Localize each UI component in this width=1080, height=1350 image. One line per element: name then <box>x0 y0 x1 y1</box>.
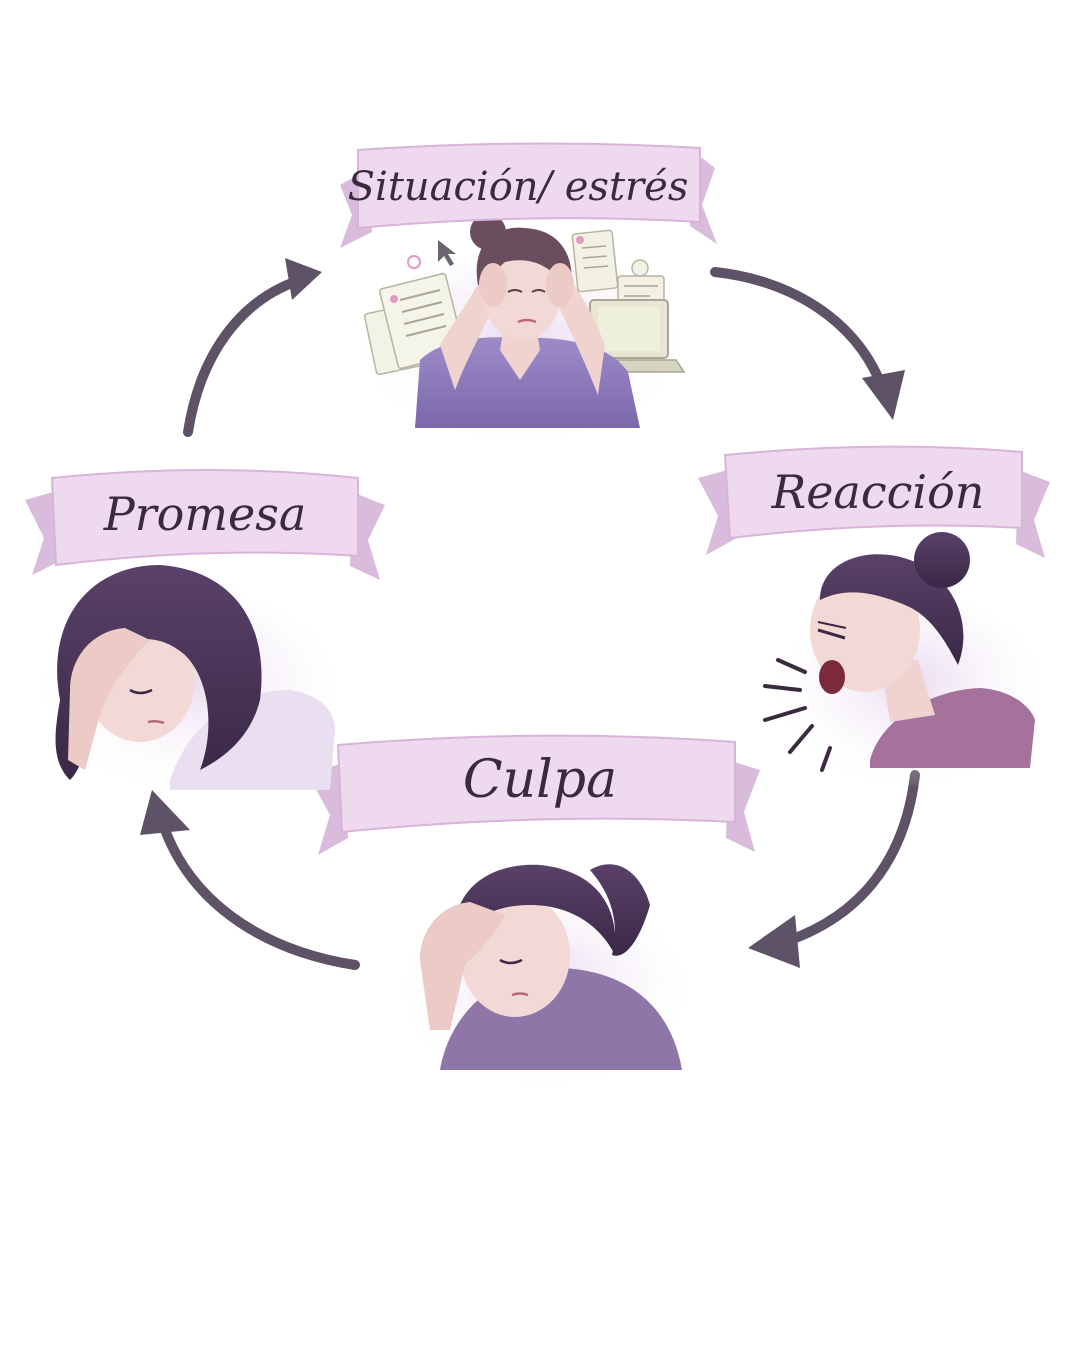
stressed-woman-illustration <box>364 214 684 440</box>
arrow-reaccion-to-culpa <box>748 775 915 968</box>
stage-promesa: Promesa <box>25 470 385 790</box>
bubble-icon <box>408 256 420 268</box>
stage-culpa: Culpa <box>308 736 760 1085</box>
arrow-culpa-to-promesa <box>140 790 355 965</box>
banner-promesa: Promesa <box>25 470 385 580</box>
banner-culpa: Culpa <box>308 736 760 855</box>
stage-label-reaccion: Reacción <box>771 465 985 519</box>
stage-reaccion: Reacción <box>698 447 1050 785</box>
banner-reaccion: Reacción <box>698 447 1050 558</box>
stage-label-culpa: Culpa <box>463 750 617 810</box>
stage-label-situacion: Situación/ estrés <box>348 164 689 210</box>
shouting-woman-illustration <box>765 532 1040 785</box>
guilty-woman-illustration <box>405 864 685 1085</box>
arrow-promesa-to-situacion <box>188 258 322 432</box>
regretful-woman-illustration <box>45 565 335 790</box>
stage-label-promesa: Promesa <box>103 487 307 541</box>
stage-situacion: Situación/ estrés <box>340 143 717 440</box>
arrow-situacion-to-reaccion <box>715 272 905 420</box>
